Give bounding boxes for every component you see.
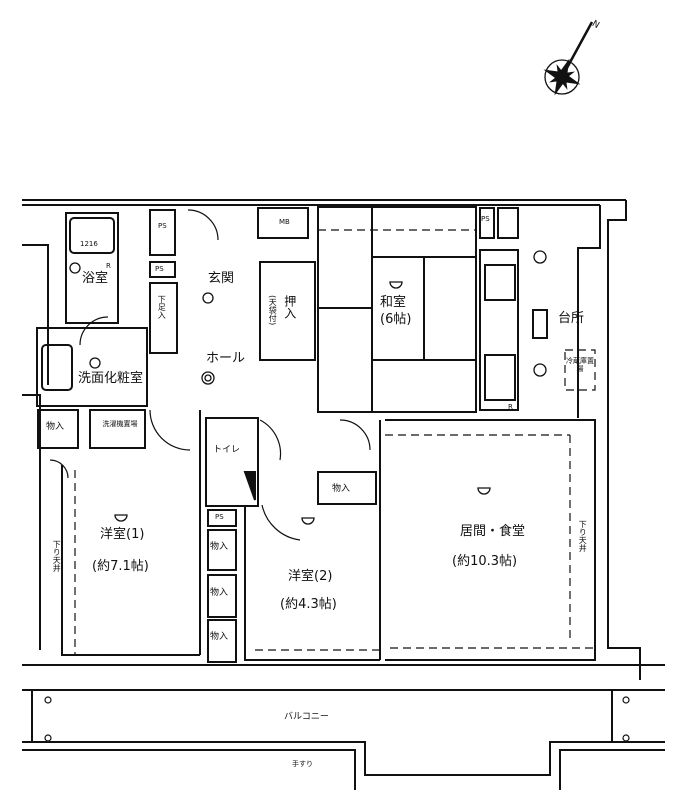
room-label-kitchen: 台所 xyxy=(558,311,585,326)
room-label-balcony: バルコニー xyxy=(284,712,329,722)
storage-label: 物入 xyxy=(210,588,229,598)
room-label-fridge: 冷蔵庫置場 xyxy=(566,357,594,374)
room-label-washroom: 洗面化粧室 xyxy=(78,371,144,386)
bathtub-size-label: 1216 xyxy=(80,240,98,248)
room-label-oshiire: 押入 xyxy=(282,295,297,319)
r-label: R xyxy=(106,262,111,270)
lowered-ceiling-label: 下り天井 xyxy=(52,540,62,572)
room-size-living: (約10.3帖) xyxy=(452,554,518,569)
room-label-western1: 洋室(1) xyxy=(100,527,145,542)
ps-label: PS xyxy=(481,215,490,223)
room-label-living: 居間・食堂 xyxy=(460,524,526,539)
room-label-shoe-storage: 下足入 xyxy=(157,295,167,319)
storage-label: 物入 xyxy=(46,422,65,432)
ps-label: PS xyxy=(158,222,167,230)
room-size-washitsu: (6帖) xyxy=(380,312,412,327)
compass-rose-icon xyxy=(543,21,594,96)
room-size-western1: (約7.1帖) xyxy=(92,559,149,574)
room-label-washitsu: 和室 xyxy=(380,295,407,310)
storage-label: 物入 xyxy=(210,542,229,552)
ps-label: PS xyxy=(215,513,224,521)
ps-label: PS xyxy=(155,265,164,273)
lowered-ceiling-label: 下り天井 xyxy=(578,520,588,552)
r-label: R xyxy=(508,403,513,411)
room-label-entrance: 玄関 xyxy=(208,271,235,286)
room-label-bath: 浴室 xyxy=(82,271,109,286)
room-label-washer: 洗濯機置場 xyxy=(102,420,138,428)
storage-label: 物入 xyxy=(210,632,229,642)
mb-label: MB xyxy=(279,218,290,226)
room-label-western2: 洋室(2) xyxy=(288,569,333,584)
storage-label: 物入 xyxy=(332,484,351,494)
room-label-hall: ホール xyxy=(206,351,246,366)
room-size-western2: (約4.3帖) xyxy=(280,597,337,612)
handrail-label: 手すり xyxy=(292,760,313,768)
oshiire-note: (天袋付) xyxy=(268,295,278,326)
room-label-toilet: トイレ xyxy=(213,445,241,455)
